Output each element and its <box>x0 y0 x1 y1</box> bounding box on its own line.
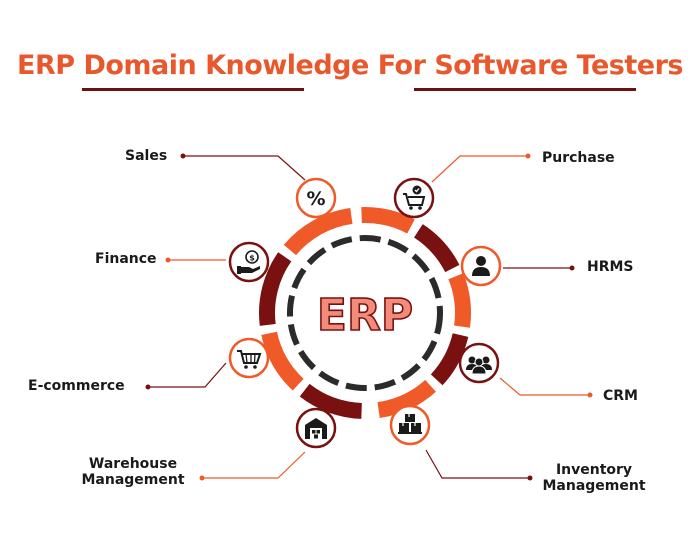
label-warehouse-line2: Management <box>81 472 185 488</box>
warehouse-icon <box>295 407 337 449</box>
label-warehouse-line1: Warehouse <box>88 456 178 472</box>
title-underline-left <box>82 88 304 91</box>
ring-segment-ecommerce <box>261 331 304 391</box>
erp-center-label: ERP <box>317 290 413 341</box>
coin-dollar-glyph: $ <box>249 254 255 263</box>
percent-glyph: % <box>306 188 325 210</box>
label-purchase: Purchase <box>542 150 615 166</box>
label-sales: Sales <box>125 148 168 164</box>
group-people-icon <box>458 342 500 384</box>
ring-segment-finance <box>259 252 292 326</box>
connector-crm <box>499 377 590 396</box>
connector-dot-crm <box>587 392 593 398</box>
label-hrms: HRMS <box>587 259 634 275</box>
inner-dashed-ring <box>287 235 443 391</box>
label-ecommerce: E-commerce <box>28 378 125 394</box>
page-title: ERP Domain Knowledge For Software Tester… <box>17 50 683 81</box>
boxes-icon <box>389 404 431 446</box>
label-crm: CRM <box>603 388 638 404</box>
label-warehouse: Warehouse Management <box>78 456 188 488</box>
hand-coin-icon: $ <box>228 241 270 283</box>
connector-dot-warehouse <box>199 475 205 481</box>
ring-segment-sales <box>361 207 415 234</box>
connector-dot-hrms <box>569 265 575 271</box>
label-inventory-line2: Management <box>542 478 646 494</box>
label-inventory: Inventory Management <box>538 462 650 494</box>
shopping-cart-check-icon <box>393 177 435 219</box>
title-underline-right <box>414 88 636 91</box>
ring-segment-sales-left <box>283 208 353 256</box>
ring-segment-inventory <box>377 379 436 418</box>
label-inventory-line1: Inventory <box>555 462 633 478</box>
connector-ecommerce <box>148 362 227 388</box>
connector-purchase <box>431 155 528 183</box>
ring-segment-hrms <box>448 273 471 328</box>
connector-dot-ecommerce <box>145 384 151 390</box>
ring-segment-crm <box>430 333 469 386</box>
connector-sales <box>183 155 306 181</box>
connector-dot-finance <box>165 257 171 263</box>
ring-segment-purchase <box>413 224 460 273</box>
connector-warehouse <box>202 451 306 479</box>
percent-icon: % <box>295 177 337 219</box>
person-icon <box>460 245 502 287</box>
ring-segment-warehouse <box>299 383 363 419</box>
connector-dot-purchase <box>525 153 531 159</box>
connector-dot-inventory <box>527 475 533 481</box>
outer-ring <box>259 207 471 419</box>
label-finance: Finance <box>95 251 157 267</box>
connector-inventory <box>425 449 530 479</box>
shopping-cart-icon <box>228 337 270 379</box>
connector-dot-sales <box>180 153 186 159</box>
